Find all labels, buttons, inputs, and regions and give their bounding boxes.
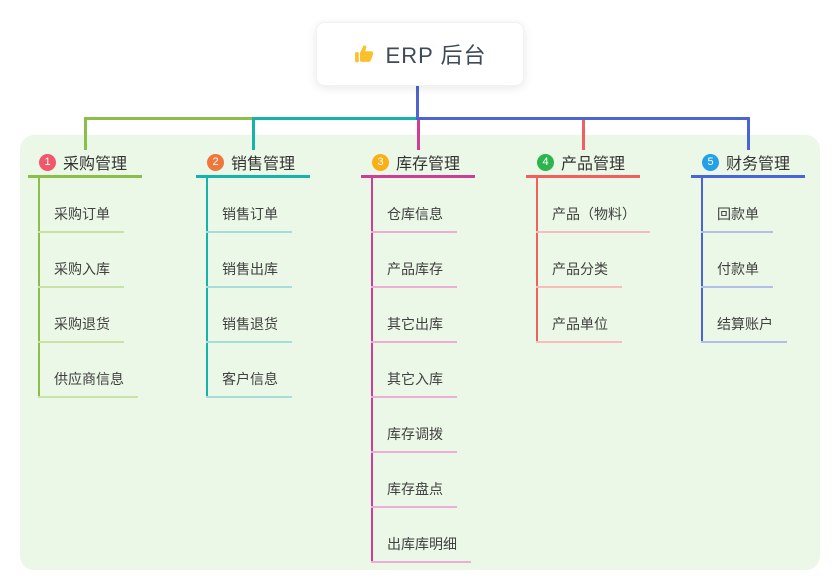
child-label: 销售订单: [206, 205, 292, 233]
child-node[interactable]: 销售订单: [206, 205, 292, 233]
child-label: 销售出库: [206, 260, 292, 288]
child-label: 仓库信息: [371, 205, 457, 233]
child-label: 其它入库: [371, 370, 457, 398]
child-node[interactable]: 客户信息: [206, 370, 292, 398]
child-node[interactable]: 供应商信息: [38, 370, 138, 398]
branch-underline: [526, 175, 640, 178]
branch-child-connector: [701, 176, 703, 342]
child-label: 采购退货: [38, 315, 124, 343]
child-node[interactable]: 库存盘点: [371, 480, 457, 508]
child-label: 库存调拨: [371, 425, 457, 453]
child-node[interactable]: 产品（物料）: [536, 205, 650, 233]
branch-number-badge: 2: [207, 153, 224, 171]
branch-underline: [361, 175, 475, 178]
branch-header[interactable]: 5 财务管理: [691, 150, 790, 174]
child-label: 回款单: [701, 205, 773, 233]
branch-number-badge: 5: [702, 153, 719, 171]
child-node[interactable]: 结算账户: [701, 315, 787, 343]
branch-connector-drop: [581, 117, 585, 150]
thumbs-up-icon: [354, 43, 376, 65]
branch-connector-drop: [746, 117, 750, 150]
child-node[interactable]: 仓库信息: [371, 205, 457, 233]
branch-header[interactable]: 2 销售管理: [196, 150, 295, 174]
child-node[interactable]: 采购入库: [38, 260, 124, 288]
child-label: 出库库明细: [371, 535, 471, 563]
root-label: ERP 后台: [385, 43, 487, 68]
branch-label: 产品管理: [561, 156, 626, 173]
child-label: 其它出库: [371, 315, 457, 343]
child-node[interactable]: 其它入库: [371, 370, 457, 398]
child-node[interactable]: 采购退货: [38, 315, 124, 343]
root-node[interactable]: ERP 后台: [316, 22, 524, 86]
child-label: 付款单: [701, 260, 773, 288]
branch-header[interactable]: 1 采购管理: [28, 150, 127, 174]
root-connector: [416, 84, 419, 120]
child-label: 产品（物料）: [536, 205, 650, 233]
branch-child-connector: [371, 176, 373, 562]
branch-connector-drop: [251, 117, 255, 150]
child-label: 供应商信息: [38, 370, 138, 398]
child-node[interactable]: 其它出库: [371, 315, 457, 343]
child-node[interactable]: 采购订单: [38, 205, 124, 233]
child-node[interactable]: 产品单位: [536, 315, 622, 343]
child-node[interactable]: 销售出库: [206, 260, 292, 288]
child-label: 结算账户: [701, 315, 787, 343]
child-node[interactable]: 付款单: [701, 260, 773, 288]
child-label: 产品库存: [371, 260, 457, 288]
branch-number-badge: 4: [537, 153, 554, 171]
branch-label: 财务管理: [726, 156, 791, 173]
child-node[interactable]: 产品分类: [536, 260, 622, 288]
branch-label: 采购管理: [63, 156, 128, 173]
branch-underline: [196, 175, 310, 178]
branches-panel: [20, 135, 820, 570]
child-label: 客户信息: [206, 370, 292, 398]
child-label: 采购订单: [38, 205, 124, 233]
child-node[interactable]: 出库库明细: [371, 535, 471, 563]
child-label: 销售退货: [206, 315, 292, 343]
branch-underline: [28, 175, 142, 178]
child-label: 库存盘点: [371, 480, 457, 508]
branch-connector-horizontal: [416, 117, 750, 120]
branch-underline: [691, 175, 805, 178]
child-node[interactable]: 回款单: [701, 205, 773, 233]
branch-connector-drop: [83, 117, 87, 150]
branch-connector-drop: [416, 117, 420, 150]
branch-header[interactable]: 3 库存管理: [361, 150, 460, 174]
child-label: 产品单位: [536, 315, 622, 343]
branch-label: 库存管理: [396, 156, 461, 173]
branch-header[interactable]: 4 产品管理: [526, 150, 625, 174]
child-label: 产品分类: [536, 260, 622, 288]
child-node[interactable]: 库存调拨: [371, 425, 457, 453]
branch-child-connector: [536, 176, 538, 342]
child-node[interactable]: 销售退货: [206, 315, 292, 343]
branch-number-badge: 1: [39, 153, 56, 171]
child-node[interactable]: 产品库存: [371, 260, 457, 288]
child-label: 采购入库: [38, 260, 124, 288]
branch-label: 销售管理: [231, 156, 296, 173]
branch-number-badge: 3: [372, 153, 389, 171]
branch-connector-horizontal: [251, 117, 420, 120]
